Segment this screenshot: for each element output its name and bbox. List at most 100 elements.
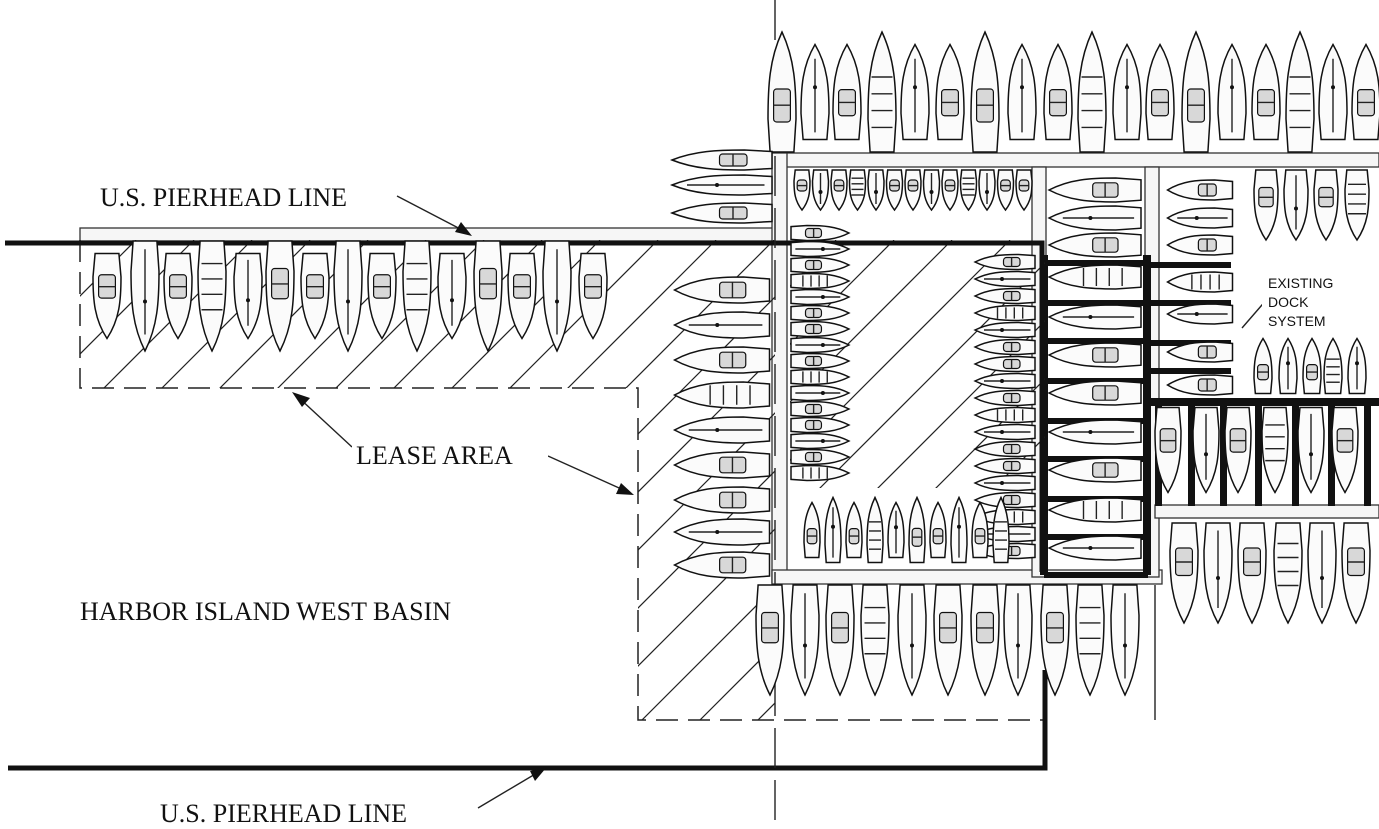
boat [933, 584, 963, 697]
boat [1351, 43, 1379, 141]
hatch-line [80, 240, 253, 720]
existing-dock-finger [1188, 406, 1195, 506]
boat [1307, 522, 1337, 625]
boat [300, 252, 330, 340]
boat-hull [973, 304, 1036, 322]
boat [790, 432, 851, 450]
boat [832, 43, 862, 141]
boat-mast [1088, 315, 1093, 319]
boat-mast [913, 85, 917, 90]
boat [941, 169, 959, 212]
boat-mast [1355, 361, 1359, 366]
boat [1253, 337, 1273, 395]
boat [790, 336, 851, 354]
boat [1047, 264, 1142, 290]
boat [790, 448, 851, 466]
boat [1344, 169, 1370, 242]
boat [1169, 522, 1199, 625]
boat [971, 501, 989, 559]
boat [542, 240, 572, 353]
boat [1047, 177, 1142, 203]
boat-mast [1016, 643, 1020, 648]
pierhead-line-bottom [8, 670, 1048, 771]
existing-dock-finger [1328, 406, 1335, 506]
boat-mast [820, 295, 825, 299]
boat [973, 338, 1036, 356]
boat [970, 30, 1000, 153]
boat [790, 304, 851, 322]
boat-mast [346, 299, 350, 304]
boat-hull [1323, 337, 1343, 395]
boat [885, 169, 904, 212]
boat [1166, 179, 1234, 201]
boat [900, 43, 930, 141]
boat-mast [803, 643, 807, 648]
boat [970, 584, 1000, 697]
boat [973, 389, 1036, 407]
existing-dock-finger [1364, 406, 1371, 506]
existing-dock-finger [1151, 368, 1231, 374]
boat [897, 584, 927, 697]
hatch-line [0, 240, 78, 760]
boat-mast [1204, 452, 1208, 457]
boat [669, 174, 773, 196]
existing-dock-finger [1044, 300, 1148, 306]
existing-dock-label-line1: EXISTING [1268, 275, 1333, 291]
boat-mast [1309, 452, 1313, 457]
boat [437, 252, 467, 340]
pierhead-top-arrow [396, 195, 469, 234]
boat-mast [143, 299, 147, 304]
boat [973, 423, 1036, 441]
boat [950, 495, 968, 564]
boat-hull [790, 368, 851, 386]
boat [1318, 43, 1348, 141]
boat [333, 240, 363, 353]
boat [1217, 43, 1247, 141]
boat [973, 253, 1036, 271]
boat [904, 169, 922, 212]
boat [908, 495, 926, 564]
boat [1154, 406, 1182, 494]
boat [1341, 522, 1371, 625]
basin-label: HARBOR ISLAND WEST BASIN [80, 597, 451, 626]
pierhead-line-label-bottom: U.S. PIERHEAD LINE [160, 799, 407, 828]
main-pier-walkway [79, 227, 781, 242]
boat-mast [957, 524, 961, 529]
boat [973, 304, 1036, 322]
boat [672, 311, 771, 339]
boat-hull [867, 30, 897, 153]
boat [473, 240, 503, 353]
boat-hull [1261, 406, 1289, 494]
boat [1302, 337, 1322, 395]
boat-mast [831, 524, 835, 529]
boat [790, 224, 851, 242]
boat-mast [715, 428, 720, 432]
boat [824, 495, 842, 564]
boat-mast [1000, 430, 1004, 434]
existing-dock-finger [1044, 260, 1148, 266]
boat [845, 501, 863, 559]
boat [1166, 234, 1234, 256]
boat [1297, 406, 1325, 494]
boat [867, 169, 885, 212]
existing-dock-finger [1151, 262, 1231, 268]
boat [1112, 43, 1142, 141]
boat [1047, 535, 1142, 561]
existing-dock-finger [1044, 338, 1148, 344]
boat [1166, 341, 1234, 363]
boat [811, 169, 830, 212]
boat [790, 320, 851, 338]
boat [1192, 406, 1220, 494]
boat [973, 440, 1036, 458]
boat [973, 321, 1036, 339]
boat [978, 169, 996, 212]
boat [1278, 337, 1298, 395]
boat [973, 372, 1036, 390]
lease-arrow-right [547, 455, 629, 493]
boat-hull [672, 381, 771, 409]
boat [669, 149, 773, 171]
boat [790, 464, 851, 482]
boat-hull [1047, 264, 1142, 290]
boat-mast [246, 298, 250, 303]
